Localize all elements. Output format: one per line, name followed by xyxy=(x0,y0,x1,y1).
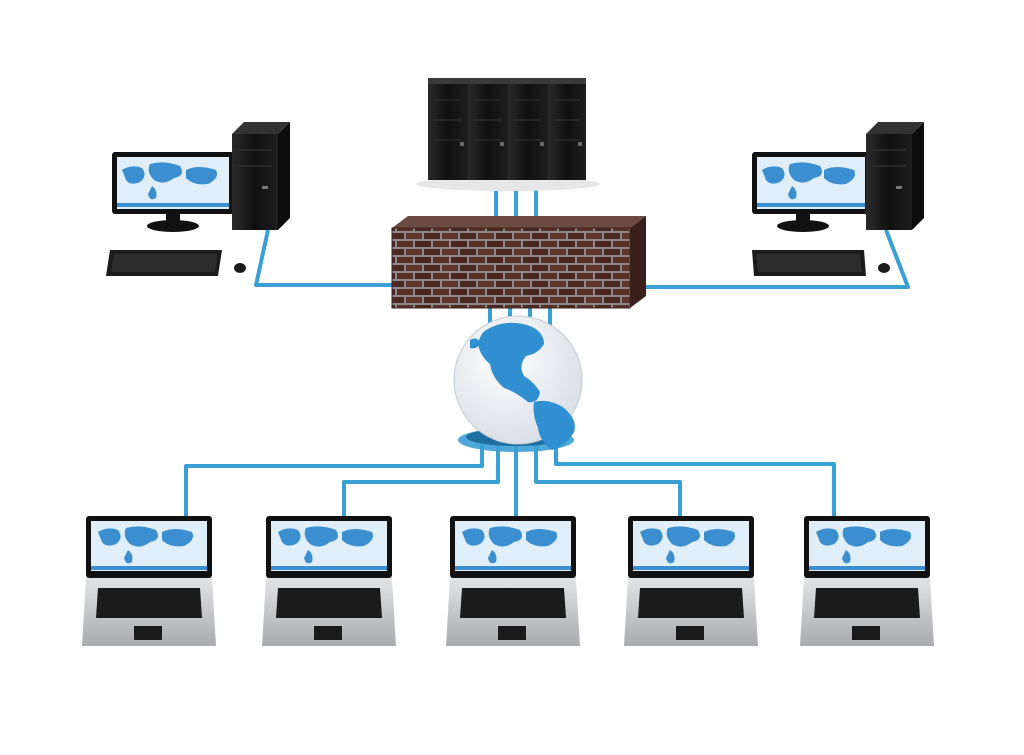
mouse-icon xyxy=(878,263,890,273)
laptop-icon xyxy=(624,516,758,646)
server-unit xyxy=(428,78,468,180)
world-map-icon xyxy=(122,162,217,200)
world-map-icon xyxy=(98,526,193,564)
server-unit xyxy=(508,78,548,180)
cable-right-desktop xyxy=(640,229,910,289)
monitor xyxy=(112,152,234,232)
laptop-icon xyxy=(800,516,934,646)
cable-laptop-4 xyxy=(534,440,682,518)
server-unit xyxy=(468,78,508,180)
desktop-computer-icon xyxy=(106,122,290,276)
keyboard-icon xyxy=(752,250,866,276)
world-map-icon xyxy=(462,526,557,564)
laptop-icon xyxy=(262,516,396,646)
tower xyxy=(866,122,924,230)
cable-laptop-2 xyxy=(342,440,500,518)
laptop-icon xyxy=(446,516,580,646)
mouse-icon xyxy=(234,263,246,273)
globe-icon xyxy=(453,315,583,452)
world-map-icon xyxy=(640,526,735,564)
cable-laptop-5 xyxy=(554,440,836,518)
network-cables xyxy=(184,180,910,518)
keyboard-icon xyxy=(106,250,222,276)
monitor xyxy=(752,152,870,232)
world-map-icon xyxy=(278,526,373,564)
server-unit xyxy=(548,78,586,180)
server-rack-icon xyxy=(416,78,600,191)
world-map-icon xyxy=(816,526,911,564)
desktop-computer-icon xyxy=(752,122,924,276)
cable-left-desktop xyxy=(254,229,394,287)
laptop-icon xyxy=(82,516,216,646)
firewall-icon xyxy=(391,216,646,309)
world-map-icon xyxy=(762,162,855,200)
tower xyxy=(232,122,290,230)
cable-laptop-1 xyxy=(184,440,484,518)
